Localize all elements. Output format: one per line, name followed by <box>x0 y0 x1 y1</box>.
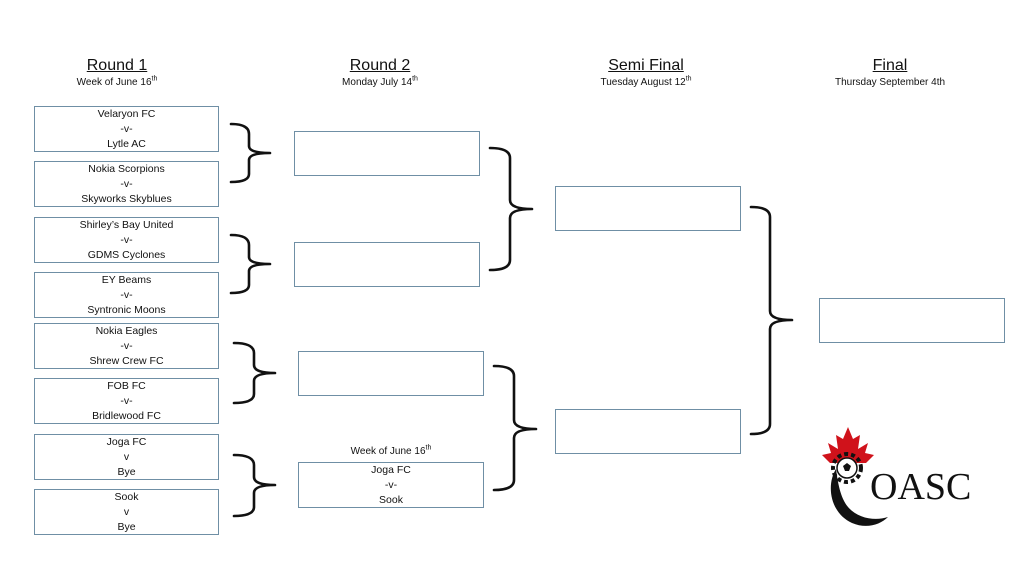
bracket-brace <box>232 453 277 518</box>
match-versus: -v- <box>120 122 133 135</box>
oasc-wordmark: OASC <box>870 466 971 508</box>
match-home: EY Beams <box>101 273 152 286</box>
round1-title: Round 1 <box>86 57 148 74</box>
match-home: FOB FC <box>107 379 146 392</box>
match-versus: v <box>123 450 130 463</box>
final-date: Thursday September 4th <box>834 77 946 88</box>
round2-date: Monday July 14th <box>342 75 418 88</box>
round2-match-2 <box>294 242 480 287</box>
match-away: Sook <box>379 493 403 506</box>
final-match <box>819 298 1005 343</box>
match-away: Bye <box>117 465 136 478</box>
match-home: Nokia Eagles <box>95 324 158 337</box>
match-away: Syntronic Moons <box>87 303 166 316</box>
bracket-brace <box>492 364 538 492</box>
oasc-logo: OASC <box>818 425 998 535</box>
bracket-brace <box>229 122 272 184</box>
match-versus: -v- <box>384 478 398 491</box>
semifinal-date: Tuesday August 12th <box>600 75 692 88</box>
round2-match-4: Joga FC -v- Sook <box>298 462 484 508</box>
round1-match-3: Shirley’s Bay United -v- GDMS Cyclones <box>34 217 219 263</box>
bracket-brace <box>232 341 277 405</box>
gear-icon <box>831 452 863 484</box>
semifinal-match-1 <box>555 186 741 231</box>
final-title: Final <box>872 57 908 74</box>
bracket-brace <box>488 146 534 272</box>
round1-match-5: Nokia Eagles -v- Shrew Crew FC <box>34 323 219 369</box>
round2-match-1 <box>294 131 480 176</box>
round1-match-7: Joga FC v Bye <box>34 434 219 480</box>
match-home: Joga FC <box>106 435 147 448</box>
round1-match-6: FOB FC -v- Bridlewood FC <box>34 378 219 424</box>
round1-date: Week of June 16th <box>76 75 158 88</box>
match-away: Bridlewood FC <box>92 409 161 422</box>
round2-header: Round 2 Monday July 14th <box>295 57 465 90</box>
match-home: Nokia Scorpions <box>88 162 165 175</box>
oasc-logo-graphic: OASC <box>822 427 971 526</box>
round2-match-4-date: Week of June 16th <box>350 444 432 457</box>
match-away: Lytle AC <box>107 137 146 150</box>
match-away: Bye <box>117 520 136 533</box>
semifinal-title: Semi Final <box>608 57 684 74</box>
final-header: Final Thursday September 4th <box>800 57 980 90</box>
match-home: Shirley’s Bay United <box>79 218 174 231</box>
maple-leaf-icon <box>822 427 874 463</box>
match-home: Sook <box>114 490 139 503</box>
match-versus: -v- <box>120 233 133 246</box>
bracket-brace <box>229 233 272 295</box>
match-home: Joga FC <box>371 463 411 476</box>
match-versus: -v- <box>120 177 133 190</box>
round1-match-8: Sook v Bye <box>34 489 219 535</box>
semifinal-match-2 <box>555 409 741 454</box>
match-home: Velaryon FC <box>97 107 156 120</box>
match-away: GDMS Cyclones <box>87 248 166 261</box>
round2-title: Round 2 <box>349 57 411 74</box>
round2-match-3 <box>298 351 484 396</box>
match-versus: -v- <box>120 394 133 407</box>
match-away: Skyworks Skyblues <box>81 192 172 205</box>
round1-match-4: EY Beams -v- Syntronic Moons <box>34 272 219 318</box>
match-versus: -v- <box>120 339 133 352</box>
semifinal-header: Semi Final Tuesday August 12th <box>556 57 736 90</box>
match-versus: -v- <box>120 288 133 301</box>
bracket-brace <box>749 205 794 436</box>
round1-match-1: Velaryon FC -v- Lytle AC <box>34 106 219 152</box>
match-versus: v <box>123 505 130 518</box>
swoosh-shape <box>830 469 888 526</box>
round1-header: Round 1 Week of June 16th <box>27 57 207 90</box>
match-away: Shrew Crew FC <box>89 354 164 367</box>
round1-match-2: Nokia Scorpions -v- Skyworks Skyblues <box>34 161 219 207</box>
